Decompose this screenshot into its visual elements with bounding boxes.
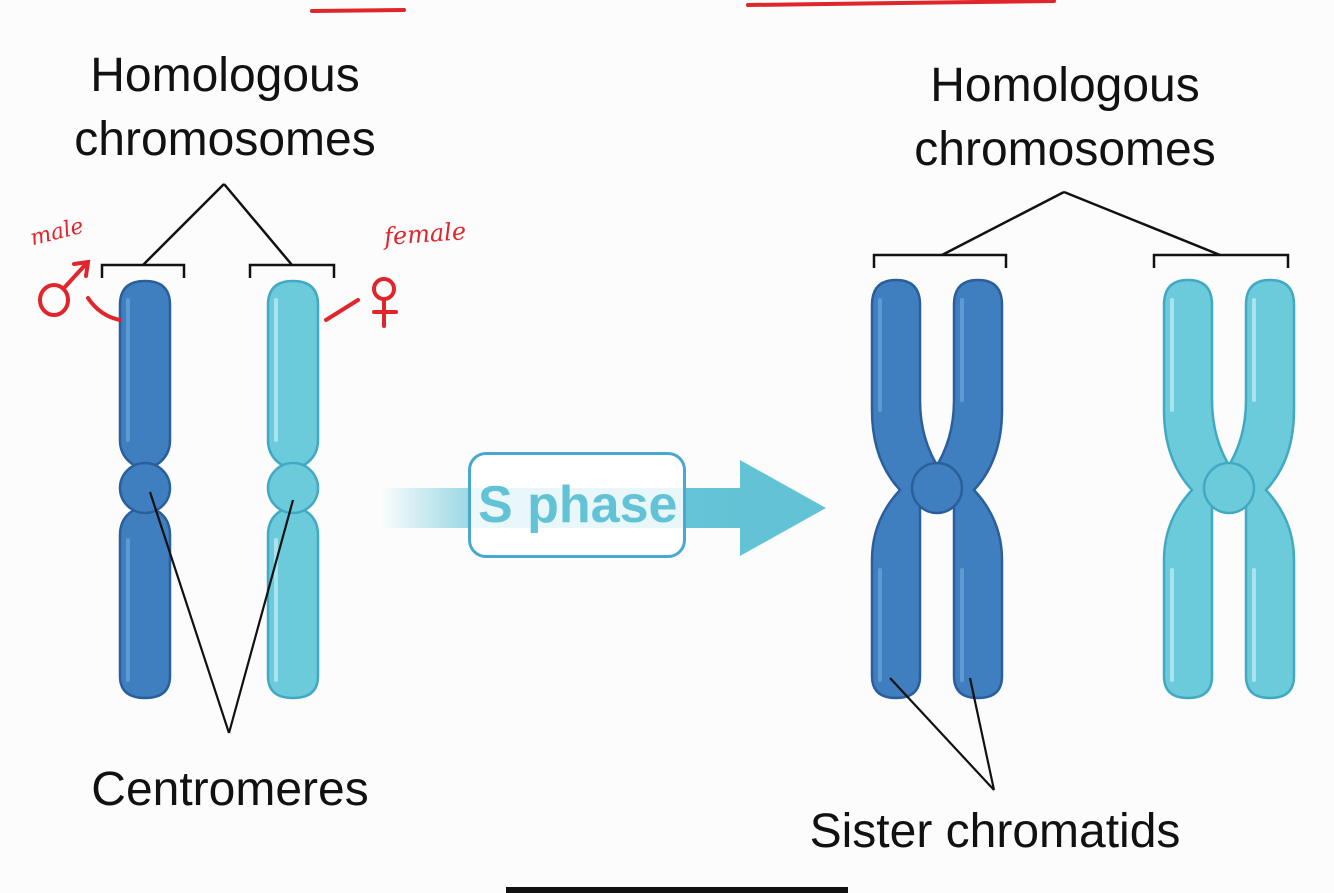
red-underline-1: [310, 8, 406, 13]
male-pointer-stroke: [86, 296, 122, 322]
home-indicator-bar: [506, 887, 848, 893]
female-pointer-stroke: [324, 298, 360, 322]
right-homolog-bracket: [872, 190, 1290, 268]
homologous-chromosomes-right-label: Homologous chromosomes: [914, 59, 1216, 176]
sister-chromatids-label: Sister chromatids: [809, 805, 1181, 858]
left-light-chromosome: [266, 279, 320, 700]
female-annotation: female: [383, 217, 467, 251]
female-symbol-icon: [372, 277, 396, 301]
right-light-highlights: [1170, 298, 1256, 682]
red-underline-2: [746, 0, 1056, 7]
s-phase-label: S phase: [478, 476, 678, 534]
centromere-pointers: [148, 491, 295, 734]
centromeres-label: Centromeres: [91, 763, 369, 816]
left-homolog-bracket: [100, 183, 336, 278]
right-light-chromosome: [1162, 278, 1296, 700]
homologous-chromosomes-left-label: Homologous chromosomes: [74, 49, 376, 166]
right-dark-highlights: [878, 298, 964, 682]
left-dark-chromosome: [118, 279, 172, 700]
s-phase-box: [468, 452, 686, 558]
sister-chromatid-pointers: [889, 677, 996, 791]
right-dark-chromosome: [870, 278, 1004, 700]
male-symbol-icon: [38, 283, 70, 317]
red-annotations: [38, 259, 398, 328]
